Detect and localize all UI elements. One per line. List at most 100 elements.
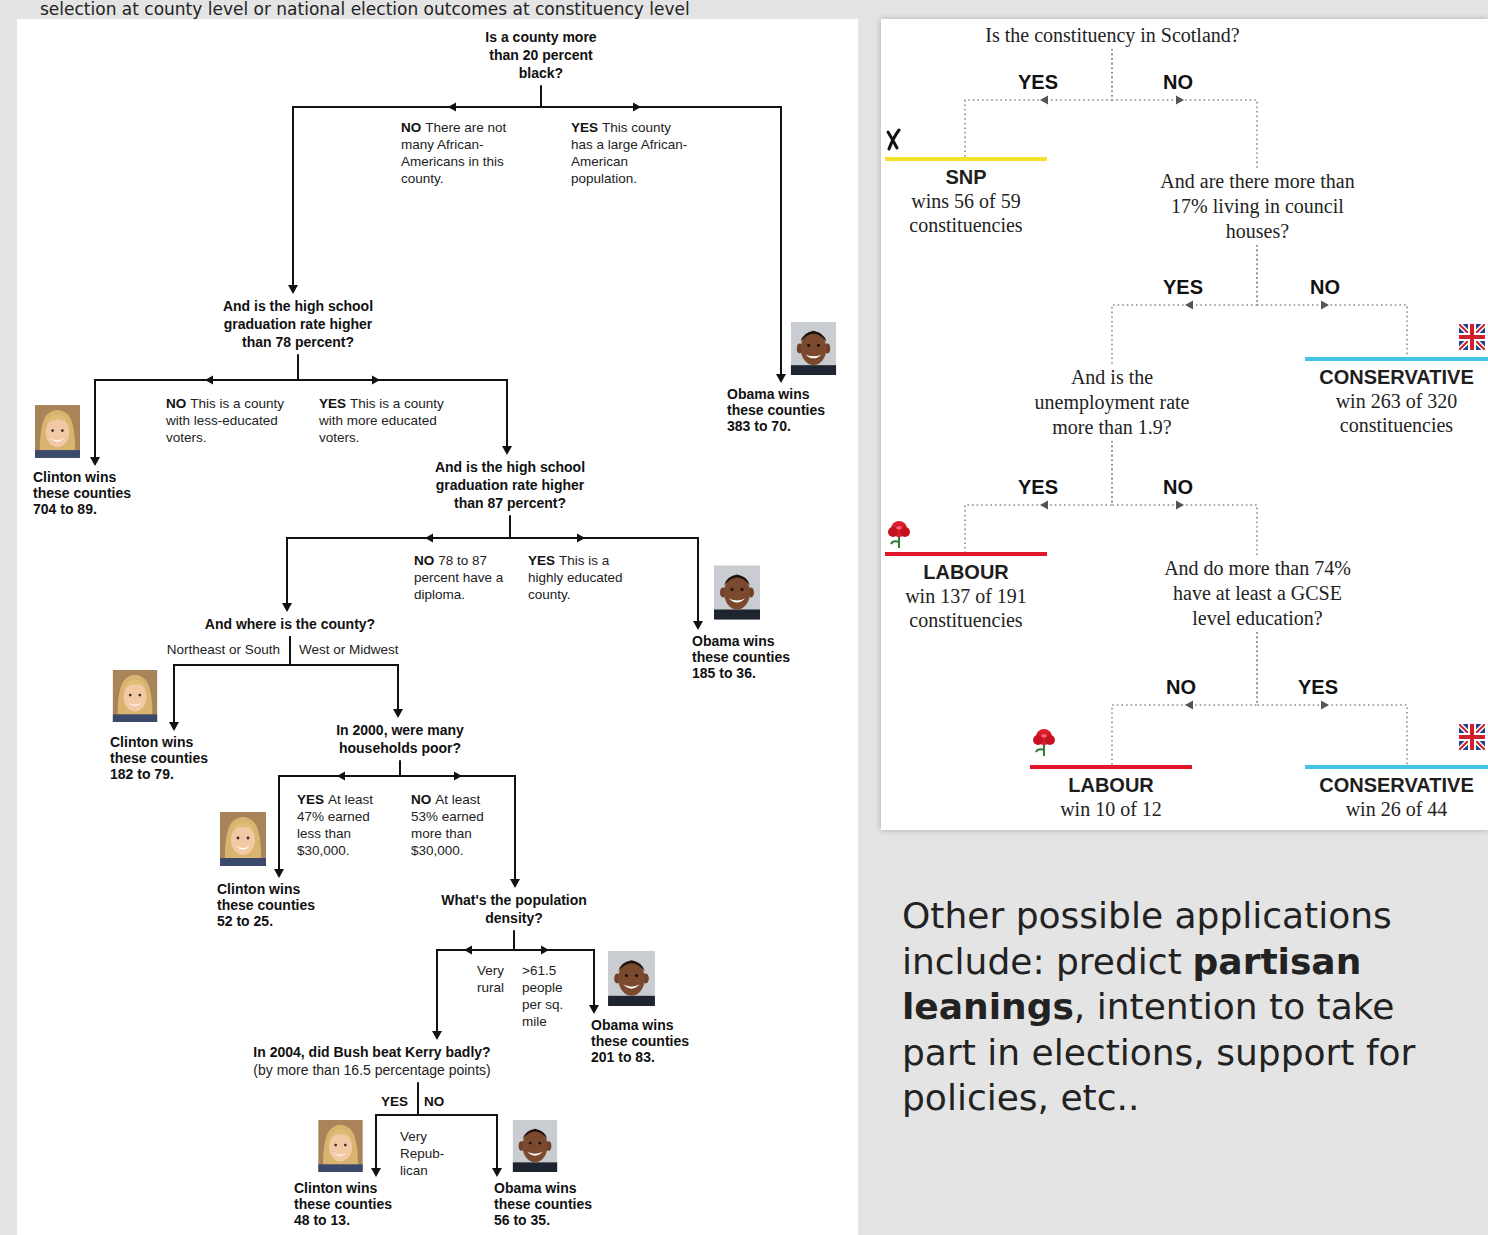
arrowhead (589, 1005, 599, 1014)
outcome-box: SNPwins 56 of 59 constituencies (885, 157, 1047, 239)
branch-note: NOThere are not many African-Americans i… (401, 119, 529, 188)
branch-connector (510, 516, 703, 630)
node-text: Clinton wins these counties 48 to 13. (294, 1180, 408, 1228)
arrowhead (1176, 501, 1184, 510)
decision-question: Is a county more than 20 percent black? (476, 25, 606, 86)
connector-line (510, 516, 698, 622)
node-subtext: win 263 of 320 constituencies (1313, 389, 1480, 437)
arrowhead (541, 946, 549, 955)
connector-line (95, 355, 298, 458)
node-text: Obama wins these counties 56 to 35. (494, 1180, 608, 1228)
branch-answer: NO (424, 1094, 444, 1109)
node-text: CONSERVATIVE (1313, 365, 1480, 389)
arrowhead (454, 772, 462, 781)
arrowhead (169, 722, 179, 731)
node-text: Obama wins these counties 383 to 70. (727, 386, 841, 434)
branch-answer: YES (1298, 676, 1338, 698)
node-text: CONSERVATIVE (1313, 773, 1480, 797)
decision-question: In 2004, did Bush beat Kerry badly?(by m… (236, 1040, 508, 1082)
decision-question: And is the unemployment rate more than 1… (1017, 364, 1207, 441)
branch-answer: YES (319, 396, 346, 411)
connector-line (400, 760, 515, 880)
branch-note: YES (1018, 475, 1058, 499)
decision-question: Is the constituency in Scotland? (940, 22, 1285, 49)
branch-connector (965, 49, 1112, 157)
candidate-photo (513, 1120, 557, 1172)
branch-note: NO (424, 1093, 460, 1110)
branch-note: >61.5 people per sq. mile (522, 962, 570, 1031)
arrowhead (633, 103, 641, 112)
node-subtext: win 10 of 12 (1038, 797, 1184, 821)
branch-connector (541, 86, 786, 383)
branch-connector (1112, 49, 1257, 168)
cut-off-heading: selection at county level or national el… (40, 0, 690, 19)
candidate-photo (220, 812, 266, 866)
node-text: What's the population density? (433, 891, 595, 927)
branch-answer: YES (1163, 276, 1203, 298)
connector-line (1257, 245, 1407, 357)
branch-answer: YES (1018, 71, 1058, 93)
arrowhead (510, 879, 520, 888)
candidate-photo (714, 566, 760, 620)
branch-note: YESAt least 47% earned less than $30,000… (297, 791, 395, 860)
branch-connector (298, 355, 512, 455)
candidate-photo (608, 951, 655, 1006)
branch-connector (1112, 632, 1257, 765)
connector-line (1112, 49, 1257, 168)
branch-answer: NO (411, 792, 431, 807)
decision-question: And is the high school graduation rate h… (210, 294, 386, 355)
branch-note: NOAt least 53% earned more than $30,000. (411, 791, 507, 860)
arrowhead (693, 621, 703, 630)
branch-note: Very rural (460, 962, 504, 996)
branch-note: YES (376, 1093, 412, 1110)
connector-line (1257, 632, 1407, 765)
outcome-label: Clinton wins these counties 48 to 13. (292, 1177, 410, 1228)
decision-question: And where is the county? (190, 612, 390, 636)
branch-answer: NO (1166, 676, 1196, 698)
node-text: Clinton wins these counties 52 to 25. (217, 881, 331, 929)
branch-connector (274, 760, 400, 878)
outcome-label: Obama wins these counties 185 to 36. (690, 630, 808, 681)
branch-answer: West or Midwest (299, 642, 399, 657)
connector-line (290, 636, 398, 710)
arrowhead (393, 709, 403, 718)
node-subtext: wins 56 of 59 constituencies (893, 189, 1039, 237)
outcome-box: CONSERVATIVEwin 263 of 320 constituencie… (1305, 357, 1488, 439)
candidate-photo (318, 1120, 362, 1172)
arrowhead (1040, 96, 1048, 105)
party-flag-icon (1459, 324, 1485, 350)
branch-answer: Northeast or South (167, 642, 280, 657)
branch-answer: NO (1163, 71, 1193, 93)
connector-line (965, 49, 1112, 157)
arrowhead (274, 869, 284, 878)
arrowhead (372, 376, 380, 385)
node-text: And are there more than 17% living in co… (1159, 169, 1356, 244)
decision-question: What's the population density? (431, 888, 597, 930)
branch-note: Northeast or South (130, 641, 280, 658)
connector-line (437, 930, 514, 1032)
outcome-label: Obama wins these counties 383 to 70. (725, 383, 843, 434)
decision-question: And is the high school graduation rate h… (422, 455, 598, 516)
branch-answer: NO (1163, 476, 1193, 498)
branch-connector (282, 516, 510, 612)
node-text: In 2004, did Bush beat Kerry badly? (238, 1043, 506, 1061)
node-text: And is the high school graduation rate h… (212, 297, 384, 352)
branch-note: NO (1310, 275, 1340, 299)
branch-connector (290, 636, 403, 718)
branch-note: NO (1163, 70, 1193, 94)
node-text: And where is the county? (192, 615, 388, 633)
branch-connector (965, 441, 1112, 552)
connector-line (1112, 245, 1257, 364)
arrowhead (337, 772, 345, 781)
branch-connector (432, 930, 514, 1040)
outcome-label: Clinton wins these counties 182 to 79. (108, 731, 226, 782)
arrowhead (776, 374, 786, 383)
branch-description: Very Repub- lican (400, 1128, 446, 1179)
node-text: SNP (893, 165, 1039, 189)
arrowhead (90, 457, 100, 466)
branch-connector (1257, 632, 1407, 765)
connector-line (293, 86, 541, 286)
arrowhead (1185, 301, 1193, 310)
outcome-label: Clinton wins these counties 52 to 25. (215, 878, 333, 929)
